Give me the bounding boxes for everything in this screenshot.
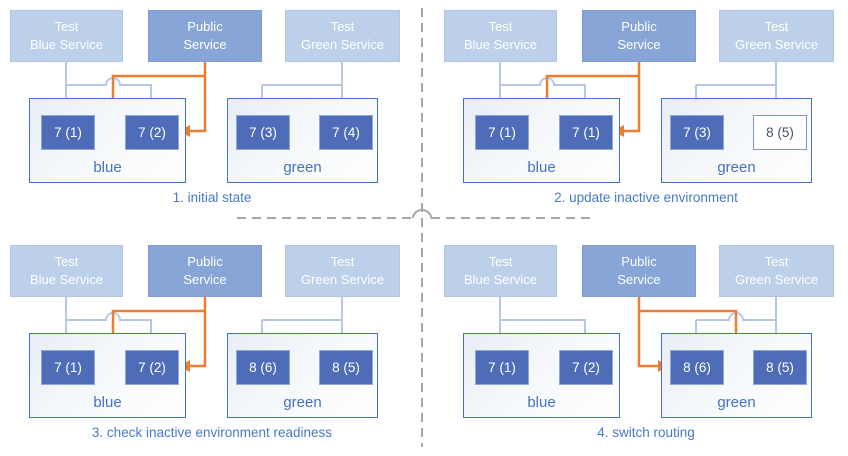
service-box-test-green: Test Green Service	[719, 245, 834, 297]
environment-box-green: 7 (3) 8 (5) green	[661, 98, 812, 183]
pod: 8 (6)	[670, 350, 724, 385]
environment-label: green	[717, 159, 756, 176]
pod: 7 (2)	[559, 350, 613, 385]
pod: 8 (5)	[753, 350, 807, 385]
environment-label: blue	[93, 394, 122, 411]
service-box-test-green: Test Green Service	[285, 10, 400, 62]
pod: 7 (1)	[475, 115, 529, 150]
environment-box-blue: 7 (1) 7 (1) blue	[463, 98, 620, 183]
service-box-test-blue: Test Blue Service	[444, 245, 557, 297]
pod: 8 (5)	[753, 115, 807, 150]
pod: 8 (5)	[319, 350, 373, 385]
pod: 8 (6)	[236, 350, 290, 385]
service-label: Blue Service	[30, 272, 103, 287]
panel-caption: 2. update inactive environment	[554, 190, 738, 205]
service-label: Service	[617, 37, 661, 52]
pod: 7 (1)	[41, 115, 95, 150]
service-label: Blue Service	[30, 37, 103, 52]
service-label: Test	[54, 254, 79, 269]
panel-caption: 3. check inactive environment readiness	[91, 425, 333, 440]
service-label: Test	[764, 19, 789, 34]
pod: 7 (2)	[125, 350, 179, 385]
environment-label: green	[717, 394, 756, 411]
environment-label: blue	[527, 394, 556, 411]
service-box-test-blue: Test Blue Service	[444, 10, 557, 62]
service-label: Green Service	[734, 272, 819, 287]
service-box-test-blue: Test Blue Service	[10, 10, 123, 62]
service-label: Blue Service	[464, 272, 537, 287]
service-label: Test	[330, 254, 355, 269]
service-label: Service	[617, 272, 661, 287]
service-box-test-green: Test Green Service	[719, 10, 834, 62]
service-label: Blue Service	[464, 37, 537, 52]
panel-update-inactive: Test Blue Service Public Service Test Gr…	[434, 0, 848, 221]
panel-check-readiness: Test Blue Service Public Service Test Gr…	[0, 235, 424, 456]
service-label: Test	[54, 19, 79, 34]
service-label: Green Service	[300, 37, 385, 52]
service-box-public: Public Service	[582, 245, 696, 297]
pod: 7 (3)	[236, 115, 290, 150]
pod: 7 (1)	[559, 115, 613, 150]
service-label: Public	[187, 19, 223, 34]
environment-box-blue: 7 (1) 7 (2) blue	[29, 333, 186, 418]
service-box-test-green: Test Green Service	[285, 245, 400, 297]
environment-label: green	[283, 394, 322, 411]
test-route-lines	[65, 62, 343, 104]
service-label: Green Service	[734, 37, 819, 52]
pod: 7 (1)	[475, 350, 529, 385]
environment-box-green: 8 (6) 8 (5) green	[661, 333, 812, 418]
environment-label: blue	[527, 159, 556, 176]
pod: 7 (3)	[670, 115, 724, 150]
service-label: Public	[187, 254, 223, 269]
service-label: Test	[330, 19, 355, 34]
service-label: Public	[621, 19, 657, 34]
pod: 7 (4)	[319, 115, 373, 150]
service-label: Public	[621, 254, 657, 269]
service-box-test-blue: Test Blue Service	[10, 245, 123, 297]
environment-box-green: 7 (3) 7 (4) green	[227, 98, 378, 183]
service-label: Test	[488, 254, 513, 269]
panel-switch-routing: Test Blue Service Public Service Test Gr…	[434, 235, 848, 456]
service-label: Service	[183, 272, 227, 287]
service-label: Service	[183, 37, 227, 52]
service-box-public: Public Service	[148, 10, 262, 62]
panel-caption: 4. switch routing	[597, 425, 695, 440]
test-route-lines	[499, 297, 777, 339]
environment-label: blue	[93, 159, 122, 176]
service-label: Green Service	[300, 272, 385, 287]
service-label: Test	[488, 19, 513, 34]
service-box-public: Public Service	[582, 10, 696, 62]
pod: 7 (2)	[125, 115, 179, 150]
panel-caption: 1. initial state	[172, 190, 252, 205]
environment-box-green: 8 (6) 8 (5) green	[227, 333, 378, 418]
service-label: Test	[764, 254, 789, 269]
environment-box-blue: 7 (1) 7 (2) blue	[29, 98, 186, 183]
service-box-public: Public Service	[148, 245, 262, 297]
environment-label: green	[283, 159, 322, 176]
panel-initial-state: Test Blue Service Public Service Test Gr…	[0, 0, 424, 221]
pod: 7 (1)	[41, 350, 95, 385]
environment-box-blue: 7 (1) 7 (2) blue	[463, 333, 620, 418]
